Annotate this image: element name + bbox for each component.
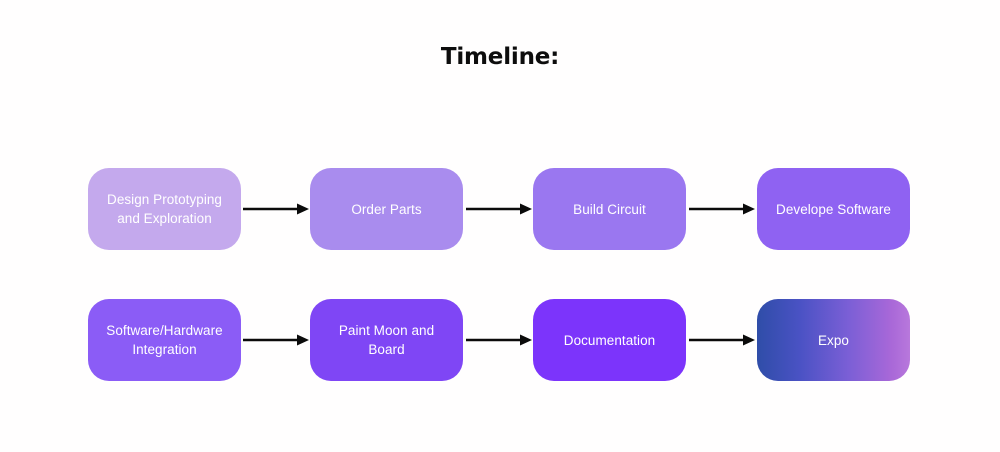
node-label: Build Circuit [573,201,646,217]
arrow-right-icon [689,334,755,346]
arrow-right-icon [243,334,309,346]
node-documentation[interactable]: Documentation [533,299,686,381]
node-label: Software/Hardware Integration [106,323,223,357]
node-design-prototyping[interactable]: Design Prototyping and Exploration [88,168,241,250]
node-label: Develope Software [776,201,891,217]
arrow-right-icon [466,334,532,346]
node-develope-software[interactable]: Develope Software [757,168,910,250]
node-label: Design Prototyping and Exploration [107,192,222,226]
timeline-row-1: Design Prototyping and Exploration Order… [0,168,1000,250]
page-title: Timeline: [440,44,560,70]
timeline-row-2: Software/Hardware Integration Paint Moon… [0,299,1000,381]
node-paint-moon-and-board[interactable]: Paint Moon and Board [310,299,463,381]
node-software-hardware-integration[interactable]: Software/Hardware Integration [88,299,241,381]
node-label: Order Parts [351,201,422,217]
node-build-circuit[interactable]: Build Circuit [533,168,686,250]
node-label: Documentation [563,332,656,348]
node-order-parts[interactable]: Order Parts [310,168,463,250]
arrow-right-icon [689,203,755,215]
node-label: Expo [818,332,849,348]
node-label: Paint Moon and Board [338,323,435,357]
arrow-right-icon [466,203,532,215]
node-expo[interactable]: Expo [757,299,910,381]
arrow-right-icon [243,203,309,215]
